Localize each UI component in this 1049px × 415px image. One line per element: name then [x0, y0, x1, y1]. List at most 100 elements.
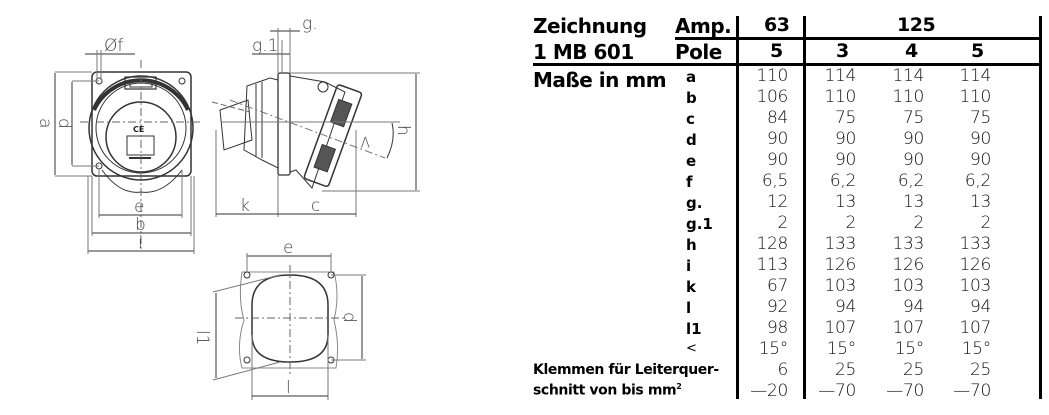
cell: 90: [834, 150, 856, 170]
row-label: a: [686, 68, 697, 86]
cell: 15°: [826, 339, 857, 359]
dim-label-b: b: [135, 215, 146, 235]
dim-label-angle: <: [355, 135, 375, 149]
cell: —70: [818, 381, 856, 401]
terminal-label-sup: 2: [676, 382, 682, 391]
row-label: f: [686, 173, 693, 191]
cell: 2: [980, 213, 991, 233]
cell: 103: [824, 276, 856, 296]
cell: 90: [969, 129, 991, 149]
cell: 75: [969, 108, 991, 128]
drawing-canvas: Øf a d e b i CE g. g.1 k c h < e d l1 l: [35, 14, 420, 400]
cell: 25: [834, 360, 856, 380]
col-divider-2: [803, 16, 806, 399]
pole-col-4: 5: [971, 40, 984, 62]
dim-label-c: c: [311, 196, 320, 216]
cell: —70: [953, 381, 991, 401]
cell: 114: [959, 66, 991, 86]
cell: 90: [969, 150, 991, 170]
dim-label-d: d: [54, 118, 74, 129]
cell: 133: [892, 234, 924, 254]
cell: 75: [902, 108, 924, 128]
cell: 13: [902, 192, 924, 212]
units-subtitle: Maße in mm: [533, 68, 667, 92]
col-divider-right: [1039, 16, 1042, 399]
cell: 90: [834, 129, 856, 149]
amp-group-63: 63: [764, 14, 790, 36]
row-label: l1: [686, 320, 702, 338]
row-label: d: [686, 131, 697, 149]
cell: 133: [824, 234, 856, 254]
dim-label-k: k: [240, 196, 250, 216]
cell: 114: [892, 66, 924, 86]
dim-label-e: e: [134, 197, 144, 217]
row-label: g.: [686, 194, 703, 212]
cell: 15°: [961, 339, 992, 359]
cell: 126: [824, 255, 856, 275]
cell: 13: [969, 192, 991, 212]
cell: 12: [766, 192, 788, 212]
dim-label-g: g.: [302, 14, 318, 34]
row-label: h: [686, 236, 697, 254]
pole-col-1: 5: [770, 40, 783, 62]
dim-label-f: Øf: [104, 36, 123, 56]
cell: 90: [902, 129, 924, 149]
cell: —70: [886, 381, 924, 401]
row-label: i: [686, 257, 692, 275]
dim-label-g1: g.1: [252, 36, 278, 56]
pole-label: Pole: [675, 40, 722, 64]
cutout-view-drawing: [212, 253, 366, 400]
header-divider: [675, 37, 1042, 40]
cell: 67: [766, 276, 788, 296]
cell: —20: [750, 381, 788, 401]
front-view-drawing: [54, 50, 200, 254]
pole-col-3: 4: [905, 40, 918, 62]
cell: 6,2: [964, 171, 991, 191]
cell: 90: [902, 150, 924, 170]
drawing-number: 1 MB 601: [533, 40, 634, 64]
cell: 94: [969, 297, 991, 317]
cell: 106: [756, 87, 788, 107]
cell: 114: [824, 66, 856, 86]
cell: 133: [959, 234, 991, 254]
cell: 92: [766, 297, 788, 317]
cell: 107: [892, 318, 924, 338]
cutout-dim-label-d: d: [339, 312, 359, 323]
cell: 6,2: [829, 171, 856, 191]
row-label: c: [686, 110, 695, 128]
row-label: k: [686, 278, 696, 296]
row-label: <: [686, 341, 697, 356]
cell: 6: [777, 360, 788, 380]
cell: 128: [756, 234, 788, 254]
cell: 13: [834, 192, 856, 212]
amp-group-125: 125: [897, 14, 936, 36]
side-view-drawing: [211, 28, 420, 217]
cell: 107: [959, 318, 991, 338]
cell: 103: [892, 276, 924, 296]
technical-drawings: Øf a d e b i CE g. g.1 k c h < e d l1 l: [0, 0, 520, 415]
terminal-label-line2: schnitt von bis mm2: [533, 382, 682, 399]
cell: 110: [756, 66, 788, 86]
terminal-label-line1: Klemmen für Leiterquer-: [533, 362, 719, 378]
cell: 126: [892, 255, 924, 275]
cell: 6,2: [897, 171, 924, 191]
body-divider: [533, 63, 1042, 66]
cutout-dim-label-l: l: [286, 378, 291, 398]
row-label: b: [686, 89, 697, 107]
cell: 110: [892, 87, 924, 107]
dim-label-a: a: [35, 118, 55, 128]
cell: 94: [834, 297, 856, 317]
dim-label-i: i: [138, 233, 143, 253]
cell: 75: [834, 108, 856, 128]
cell: 90: [766, 150, 788, 170]
drawing-title: Zeichnung: [533, 14, 647, 38]
ce-mark: CE: [133, 125, 144, 134]
cell: 2: [777, 213, 788, 233]
pole-col-2: 3: [836, 40, 849, 62]
row-label: l: [686, 299, 692, 317]
col-divider-1: [736, 16, 739, 399]
cell: 103: [959, 276, 991, 296]
cell: 2: [845, 213, 856, 233]
cell: 107: [824, 318, 856, 338]
